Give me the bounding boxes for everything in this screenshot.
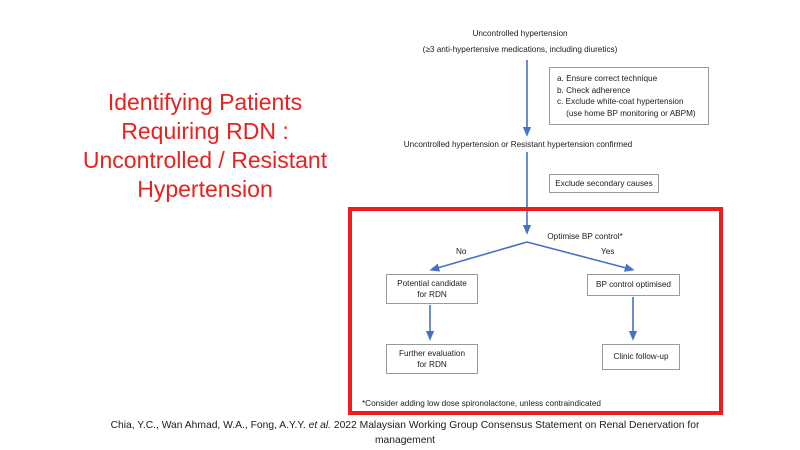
citation-authors: Chia, Y.C., Wan Ahmad, W.A., Fong, A.Y.Y… (110, 420, 306, 431)
flow-node-potential-candidate: Potential candidate for RDN (386, 274, 478, 304)
further-evaluation-line-2: for RDN (417, 360, 447, 369)
arrow-start-to-confirmed (522, 60, 532, 137)
highlight-rectangle (348, 207, 723, 415)
branch-label-yes: Yes (601, 247, 615, 256)
flow-node-start-subtitle: (≥3 anti-hypertensive medications, inclu… (422, 45, 618, 54)
potential-candidate-line-1: Potential candidate (397, 278, 467, 288)
flow-node-clinic-followup: Clinic follow-up (602, 344, 680, 370)
checklist-item-c-sub: (use home BP monitoring or ABPM) (557, 108, 696, 118)
citation-rest: 2022 Malaysian Working Group Consensus S… (333, 420, 700, 431)
flow-node-confirmed: Uncontrolled hypertension or Resistant h… (403, 140, 633, 149)
page-title-line-2: Requiring RDN : (121, 118, 289, 144)
exclude-secondary-label: Exclude secondary causes (555, 178, 653, 188)
citation-et-al: et al. (308, 420, 331, 431)
checklist-item-a: a. Ensure correct technique (557, 74, 658, 83)
flow-node-checklist: a. Ensure correct technique b. Check adh… (549, 67, 709, 125)
branch-label-no: No (456, 247, 467, 256)
flow-node-bp-optimised: BP control optimised (587, 274, 680, 296)
potential-candidate-line-2: for RDN (417, 290, 447, 299)
flowchart-footnote: *Consider adding low dose spironolactone… (362, 399, 601, 408)
page-title-line-1: Identifying Patients (107, 89, 303, 115)
citation-line-2: management (374, 435, 436, 446)
bp-optimised-label: BP control optimised (596, 280, 671, 290)
flow-node-exclude-secondary: Exclude secondary causes (549, 174, 659, 193)
page-title: Identifying Patients Requiring RDN : Unc… (40, 88, 370, 204)
further-evaluation-line-1: Further evaluation (399, 348, 465, 358)
clinic-followup-label: Clinic follow-up (613, 352, 669, 362)
checklist-item-b: b. Check adherence (557, 85, 631, 95)
flow-node-start-title: Uncontrolled hypertension (472, 29, 568, 38)
flow-node-further-evaluation: Further evaluation for RDN (386, 344, 478, 374)
citation-caption: Chia, Y.C., Wan Ahmad, W.A., Fong, A.Y.Y… (35, 418, 775, 448)
page-title-line-4: Hypertension (137, 176, 273, 202)
page-title-line-3: Uncontrolled / Resistant (82, 147, 328, 173)
checklist-item-c: c. Exclude white-coat hypertension (557, 97, 684, 106)
flow-node-optimise: Optimise BP control* (547, 232, 623, 241)
